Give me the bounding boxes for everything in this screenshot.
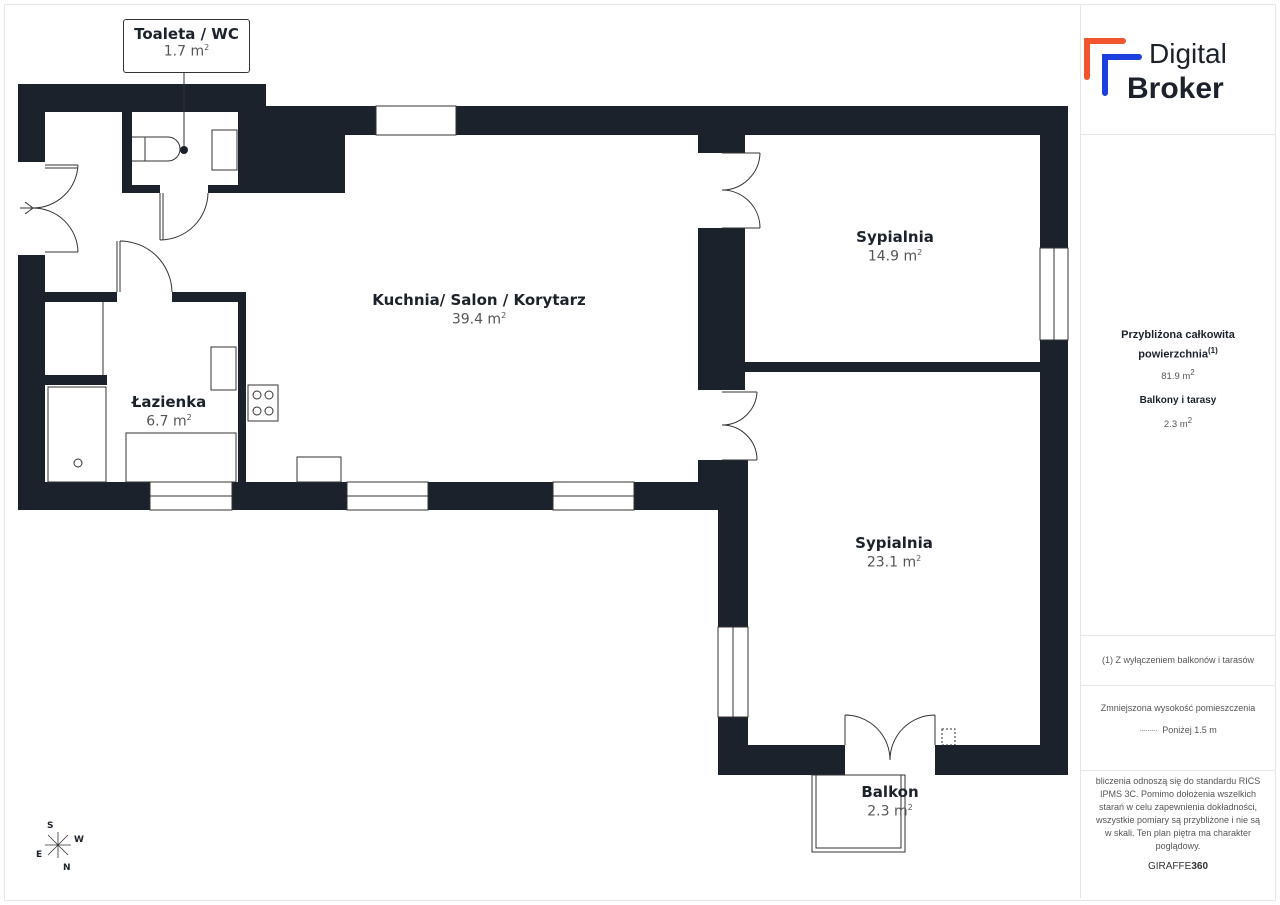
room-area: 14.9 m2 <box>867 248 923 265</box>
room-area: 39.4 m2 <box>451 311 507 328</box>
room-area: 1.7 m2 <box>163 43 210 60</box>
wall <box>935 745 1068 775</box>
compass-w: W <box>74 835 84 845</box>
bathtub <box>125 432 237 483</box>
divider <box>1081 770 1275 771</box>
low-height-marker <box>941 728 956 746</box>
compass-s: S <box>47 821 54 831</box>
wall <box>745 362 1040 372</box>
shower <box>47 386 107 483</box>
toilet-door <box>159 192 209 241</box>
bedroom2-door <box>721 391 758 461</box>
room-name: Łazienka <box>131 393 207 411</box>
balcony-door <box>844 714 936 761</box>
wall <box>1040 106 1068 775</box>
wall <box>172 292 246 302</box>
bathroom-sink <box>210 346 237 391</box>
room-area: 6.7 m2 <box>146 413 192 430</box>
room-label-balcony: Balkon 2.3 m2 <box>861 783 918 820</box>
wall <box>122 185 160 193</box>
wall <box>208 185 238 193</box>
bathroom-door <box>116 240 173 293</box>
stove-icon <box>247 384 279 422</box>
giraffe360-brand: GIRAFFE360 <box>1147 861 1209 872</box>
room-name: Balkon <box>861 783 919 801</box>
walls <box>18 84 1068 775</box>
wall <box>18 255 45 510</box>
doors-fixtures <box>20 71 956 853</box>
room-name: Toaleta / WC <box>134 25 239 43</box>
logo-text-broker: Broker <box>1127 72 1224 105</box>
wall <box>122 84 132 193</box>
entry-arrow-icon <box>20 201 34 215</box>
divider <box>1081 685 1275 686</box>
wall <box>18 84 45 162</box>
window <box>375 105 457 136</box>
room-label-bedroom2: Sypialnia 23.1 m2 <box>855 534 933 571</box>
logo-text-digital: Digital <box>1149 38 1227 69</box>
divider <box>1081 635 1275 636</box>
digital-broker-logo: Digital Broker <box>1081 35 1275 115</box>
toilet-icon <box>132 136 181 162</box>
total-area-value: 81.9 m2 <box>1161 368 1195 383</box>
wall <box>238 106 1068 135</box>
wall <box>718 745 845 775</box>
wall <box>45 292 117 302</box>
compass-e: E <box>36 850 43 860</box>
wall <box>18 84 266 112</box>
wall <box>698 135 745 153</box>
page-frame <box>4 4 1276 901</box>
footnote: (1) Z wyłączeniem balkonów i tarasów <box>1101 655 1255 665</box>
disclaimer: bliczenia odnoszą się do standardu RICS … <box>1095 776 1261 851</box>
wall <box>698 228 745 390</box>
below-height-legend: ········· Poniżej 1.5 m <box>1139 725 1217 735</box>
divider <box>1081 134 1275 135</box>
disclaimer-section: bliczenia odnoszą się do standardu RICS … <box>1095 775 1261 873</box>
room-area: 2.3 m2 <box>867 803 913 820</box>
room-name: Sypialnia <box>856 228 934 246</box>
room-label-kitchen: Kuchnia/ Salon / Korytarz 39.4 m2 <box>372 291 586 328</box>
balcony-area-label: Balkony i tarasy <box>1139 395 1217 406</box>
floor-plan <box>18 71 1069 858</box>
room-name: Kuchnia/ Salon / Korytarz <box>372 291 586 309</box>
room-area: 23.1 m2 <box>866 554 922 571</box>
wall <box>238 292 246 482</box>
kitchen-sink <box>296 456 342 483</box>
room-label-toilet: Toaleta / WC 1.7 m2 <box>123 19 250 73</box>
compass-icon <box>45 832 71 858</box>
balcony-area-value: 2.3 m2 <box>1163 416 1193 431</box>
compass-n: N <box>63 863 71 873</box>
logo-mark-icon <box>1084 38 1142 96</box>
bedroom1-door <box>721 152 761 229</box>
windows <box>149 105 1069 718</box>
wall <box>45 375 107 385</box>
toilet-sink <box>211 129 238 171</box>
entrance-door <box>32 164 79 253</box>
room-name: Sypialnia <box>855 534 933 552</box>
room-label-bedroom1: Sypialnia 14.9 m2 <box>856 228 934 265</box>
room-label-bathroom: Łazienka 6.7 m2 <box>132 393 207 430</box>
wall <box>718 460 748 775</box>
reduced-height-legend: Zmniejszona wysokość pomieszczenia <box>1100 703 1256 713</box>
